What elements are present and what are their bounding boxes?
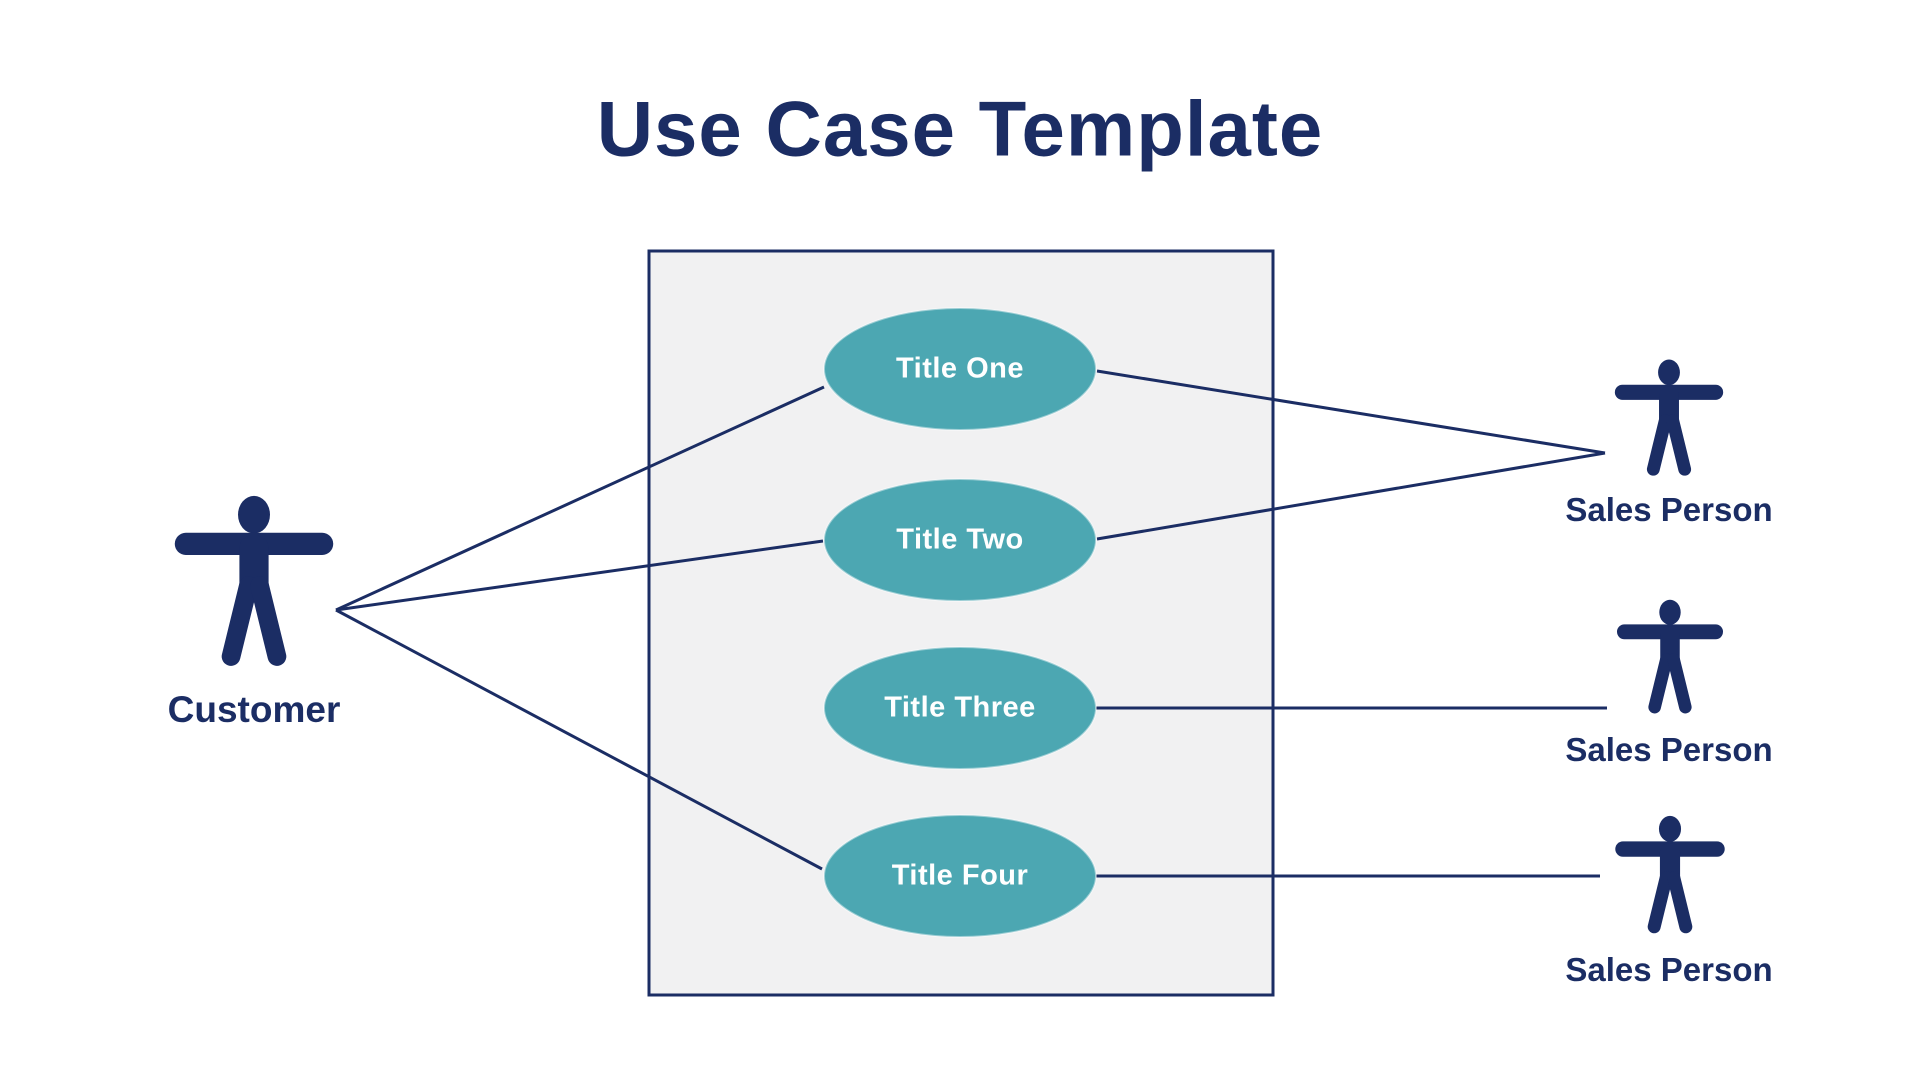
- association-customer-title-two: [335, 539, 824, 612]
- association-title-two-salesperson-1: [1096, 451, 1606, 541]
- salesperson-3-actor-icon: [1615, 816, 1724, 927]
- association-customer-title-four: [335, 608, 823, 871]
- usecase-label-title-three: Title Three: [884, 691, 1036, 724]
- salesperson-2-actor-icon: [1617, 600, 1723, 707]
- usecase-label-title-two: Title Two: [896, 523, 1024, 556]
- actor-label-salesperson-1: Sales Person: [1565, 491, 1773, 528]
- usecase-label-title-one: Title One: [895, 352, 1025, 385]
- usecase-label-title-four: Title Four: [891, 859, 1029, 892]
- usecase-ellipse-title-two: [823, 478, 1097, 602]
- customer-actor-icon: [175, 496, 333, 657]
- actor-label-salesperson-3: Sales Person: [1565, 951, 1773, 988]
- usecase-ellipse-title-one: [823, 307, 1097, 431]
- page-title: Use Case Template: [596, 84, 1324, 173]
- association-customer-title-one: [335, 385, 825, 612]
- usecase-ellipse-title-three: [823, 646, 1097, 770]
- actor-label-salesperson-2: Sales Person: [1565, 731, 1773, 768]
- actor-label-customer: Customer: [167, 689, 341, 730]
- usecase-ellipse-title-four: [823, 814, 1097, 938]
- salesperson-1-actor-icon: [1615, 360, 1723, 470]
- association-title-one-salesperson-1: [1096, 369, 1606, 455]
